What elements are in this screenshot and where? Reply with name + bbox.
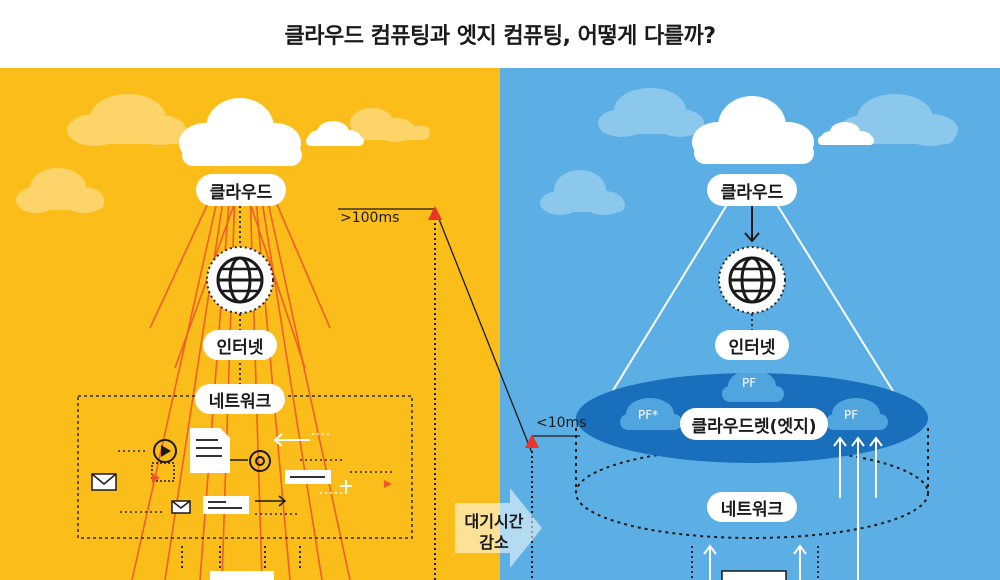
arrow-icon [255,495,287,507]
bg-cloud-icon [540,170,625,215]
bottom-connectors [181,546,301,568]
triangle-icon [384,480,392,488]
latency-high-label: >100ms [340,210,400,226]
pf-cloud-icon [620,398,682,430]
bg-cloud-icon [67,94,186,146]
device-icon [210,571,274,580]
diagram-graphics [16,88,958,580]
cloud-icon [692,96,814,164]
small-cloud-icon [818,122,874,145]
right-network-label: 네트워크 [707,492,797,522]
latency-reduction-label: 대기시간 감소 [446,511,542,553]
arrow-up-icon [703,436,883,580]
network-box [77,395,413,539]
arrow-icon [273,433,310,447]
device-icon [721,570,787,580]
diagram-scene: 클라우드 인터넷 네트워크 >100ms <10ms 대기시간 감소 클라우드 … [0,68,1000,580]
bg-cloud-icon [350,108,430,142]
page-title: 클라우드 컴퓨팅과 엣지 컴퓨팅, 어떻게 다를까? [284,24,716,49]
pf-label-right: PF [844,408,859,422]
pf-label-top: PF [742,376,757,390]
cloud-icon [179,98,302,166]
left-internet-label: 인터넷 [203,330,277,360]
play-icon [153,439,177,463]
latency-reduction-text: 대기시간 감소 [464,512,524,552]
left-cloud-label: 클라우드 [196,174,286,206]
latency-lines [338,208,580,454]
at-icon [249,450,271,472]
plus-icon [340,480,352,492]
pf-label-left: PF* [638,408,659,422]
latency-marker-low [525,434,539,448]
left-network-label: 네트워크 [195,384,285,414]
cloudlet-label: 클라우드렛(엣지) [680,408,828,440]
title-bar: 클라우드 컴퓨팅과 엣지 컴퓨팅, 어떻게 다를까? [0,0,1000,68]
latency-marker-high [428,206,442,220]
small-cloud-icon [306,121,364,146]
globe-icon [718,246,786,314]
arrow-down-icon [744,206,760,243]
mail-icon [91,473,117,491]
triangle-icon [152,473,160,483]
dotted-lines [312,433,350,494]
pf-cloud-icon [826,398,888,430]
document-icon [190,428,230,473]
reduce-arrow-icon [455,488,542,568]
latency-low-label: <10ms [536,415,587,431]
bg-cloud-icon [16,168,104,213]
message-card [285,470,331,484]
globe-icon [206,246,274,314]
pf-cloud-icon [722,370,784,402]
right-cloud-label: 클라우드 [707,174,797,206]
mail-icon [171,500,191,514]
right-internet-label: 인터넷 [715,330,789,360]
dotted-lines [118,450,395,515]
bottom-connectors [691,546,819,580]
bg-cloud-icon [598,88,704,137]
message-card [203,496,249,514]
